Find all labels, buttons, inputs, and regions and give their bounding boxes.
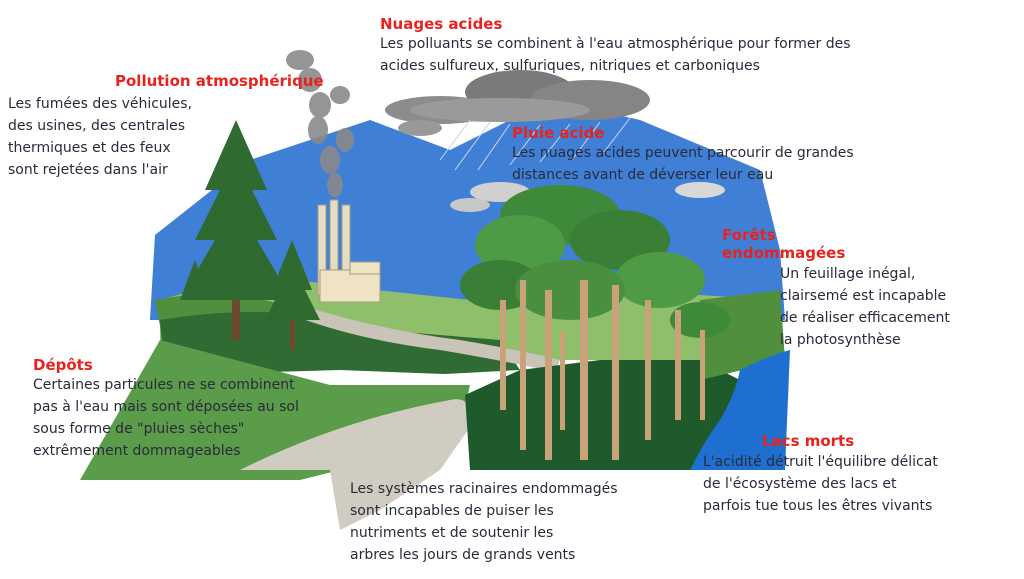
pluie-title: Pluie acide <box>512 124 605 142</box>
pollution-line: Les fumées des véhicules, <box>8 96 193 112</box>
pollution-title: Pollution atmosphérique <box>115 72 324 90</box>
annotation-lacs: L'acidité détruit l'équilibre délicat de… <box>703 451 938 517</box>
depots-text: Certaines particules ne se combinent pas… <box>33 374 299 462</box>
depots-line: extrêmement dommageables <box>33 443 241 459</box>
pollution-line: des usines, des centrales <box>8 118 186 134</box>
annotation-depots: Dépôts Certaines particules ne se combin… <box>33 356 299 462</box>
racines-line: arbres les jours de grands vents <box>350 547 576 563</box>
annotation-pluie-acide: Pluie acide <box>512 124 604 142</box>
depots-line: sous forme de "pluies sèches" <box>33 421 245 437</box>
annotation-racines: Les systèmes racinaires endommagés sont … <box>350 478 618 566</box>
dead-lake <box>690 350 790 470</box>
annotation-forets-title: Forêts endommagées <box>722 226 845 262</box>
pluie-line: Les nuages acides peuvent parcourir de g… <box>512 145 854 161</box>
annotation-lacs-title: Lacs morts <box>762 432 854 450</box>
depots-line: Certaines particules ne se combinent <box>33 377 295 393</box>
small-cloud <box>398 120 725 212</box>
conifer-tree <box>180 120 320 350</box>
nuages-line: acides sulfureux, sulfuriques, nitriques… <box>380 58 760 74</box>
racines-line: Les systèmes racinaires endommagés <box>350 481 618 497</box>
depots-title: Dépôts <box>33 356 93 374</box>
pollution-line: thermiques et des feux <box>8 140 171 156</box>
acid-cloud <box>385 70 650 124</box>
road <box>300 305 560 372</box>
racines-line: sont incapables de puiser les <box>350 503 554 519</box>
forets-text: Un feuillage inégal, clairsemé est incap… <box>780 263 950 351</box>
nuages-title: Nuages acides <box>380 15 503 33</box>
damaged-forest <box>460 185 730 338</box>
sand-slope <box>240 399 475 530</box>
pollution-line: sont rejetées dans l'air <box>8 162 168 178</box>
annotation-pollution-title: Pollution atmosphérique <box>115 72 324 90</box>
lacs-line: L'acidité détruit l'équilibre délicat <box>703 454 938 470</box>
acid-rain-drops <box>439 117 631 171</box>
factory-smoke <box>286 50 354 197</box>
factory <box>317 199 381 303</box>
forets-line: Un feuillage inégal, <box>780 266 916 282</box>
tree-trunks <box>500 280 705 460</box>
annotation-nuages-acides: Nuages acides Les polluants se combinent… <box>380 15 851 77</box>
forets-line: clairsemé est incapable <box>780 288 947 304</box>
depots-line: pas à l'eau mais sont déposées au sol <box>33 399 299 415</box>
nuages-line: Les polluants se combinent à l'eau atmos… <box>380 36 851 52</box>
forets-line: de réaliser efficacement <box>780 310 950 326</box>
forets-line: la photosynthèse <box>780 332 901 348</box>
annotation-forets: Un feuillage inégal, clairsemé est incap… <box>780 263 950 351</box>
forets-title-line: Forêts <box>722 226 776 244</box>
annotation-pluie-text: Les nuages acides peuvent parcourir de g… <box>512 142 854 186</box>
lacs-text: L'acidité détruit l'équilibre délicat de… <box>703 451 938 517</box>
lacs-line: parfois tue tous les êtres vivants <box>703 498 933 514</box>
pluie-text: Les nuages acides peuvent parcourir de g… <box>512 142 854 186</box>
pollution-text: Les fumées des véhicules, des usines, de… <box>8 93 192 181</box>
annotation-pollution: Les fumées des véhicules, des usines, de… <box>8 93 192 181</box>
pluie-line: distances avant de déverser leur eau <box>512 167 774 183</box>
nuages-text: Les polluants se combinent à l'eau atmos… <box>380 33 851 77</box>
forets-title-line: endommagées <box>722 244 846 262</box>
racines-line: nutriments et de soutenir les <box>350 525 554 541</box>
lacs-title: Lacs morts <box>762 432 855 450</box>
forest-floor <box>465 360 740 470</box>
racines-text: Les systèmes racinaires endommagés sont … <box>350 478 618 566</box>
lacs-line: de l'écosystème des lacs et <box>703 476 897 492</box>
